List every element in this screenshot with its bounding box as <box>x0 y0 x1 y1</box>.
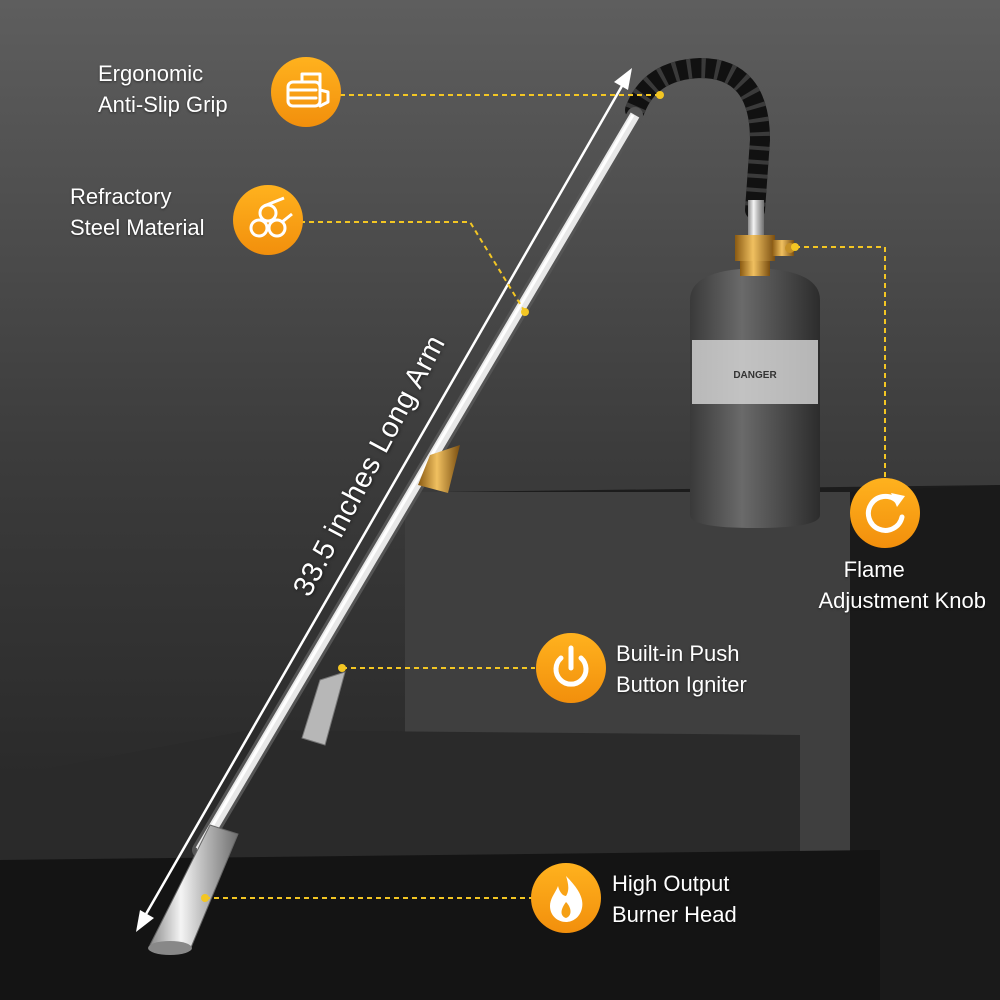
torch-wand <box>148 107 643 955</box>
dimension-arrow <box>136 68 632 932</box>
steps <box>0 485 1000 1000</box>
tank-warning-label: DANGER <box>733 370 777 381</box>
propane-tank: DANGER <box>690 258 820 528</box>
feature-knob-line1: Flame <box>843 557 905 582</box>
flame-icon <box>531 863 601 933</box>
leader-knob <box>795 246 886 480</box>
tank-label-panel <box>692 340 818 404</box>
leader-lines <box>205 94 886 899</box>
steel-pipes-icon <box>233 185 303 255</box>
feature-igniter-line1: Built-in Push <box>616 641 740 666</box>
feature-steel-line2: Steel Material <box>70 215 205 240</box>
igniter-housing <box>301 671 346 746</box>
feature-label-grip: Ergonomic Anti-Slip Grip <box>98 58 228 120</box>
lower-step-top <box>0 730 800 860</box>
leader-steel <box>300 221 526 313</box>
feature-label-knob: Flame Adjustment Knob <box>818 554 986 616</box>
fist-grip-icon <box>271 57 341 127</box>
rotate-arrow-icon <box>850 478 920 548</box>
feature-label-igniter: Built-in Push Button Igniter <box>616 638 747 700</box>
feature-burner-line1: High Output <box>612 871 730 896</box>
brass-regulator <box>735 235 795 261</box>
feature-steel-line1: Refractory <box>70 184 172 209</box>
lower-step-front <box>0 850 880 1000</box>
feature-grip-line2: Anti-Slip Grip <box>98 92 228 117</box>
feature-label-steel: Refractory Steel Material <box>70 181 205 243</box>
gas-hose <box>625 57 771 220</box>
brass-connector <box>418 445 460 493</box>
feature-label-burner: High Output Burner Head <box>612 868 737 930</box>
leader-dots <box>201 91 799 902</box>
upper-step-side <box>850 485 1000 1000</box>
feature-grip-line1: Ergonomic <box>98 61 204 86</box>
feature-knob-line2: Adjustment Knob <box>818 588 986 613</box>
feature-burner-line2: Burner Head <box>612 902 737 927</box>
power-button-icon <box>536 633 606 703</box>
feature-igniter-line2: Button Igniter <box>616 672 747 697</box>
